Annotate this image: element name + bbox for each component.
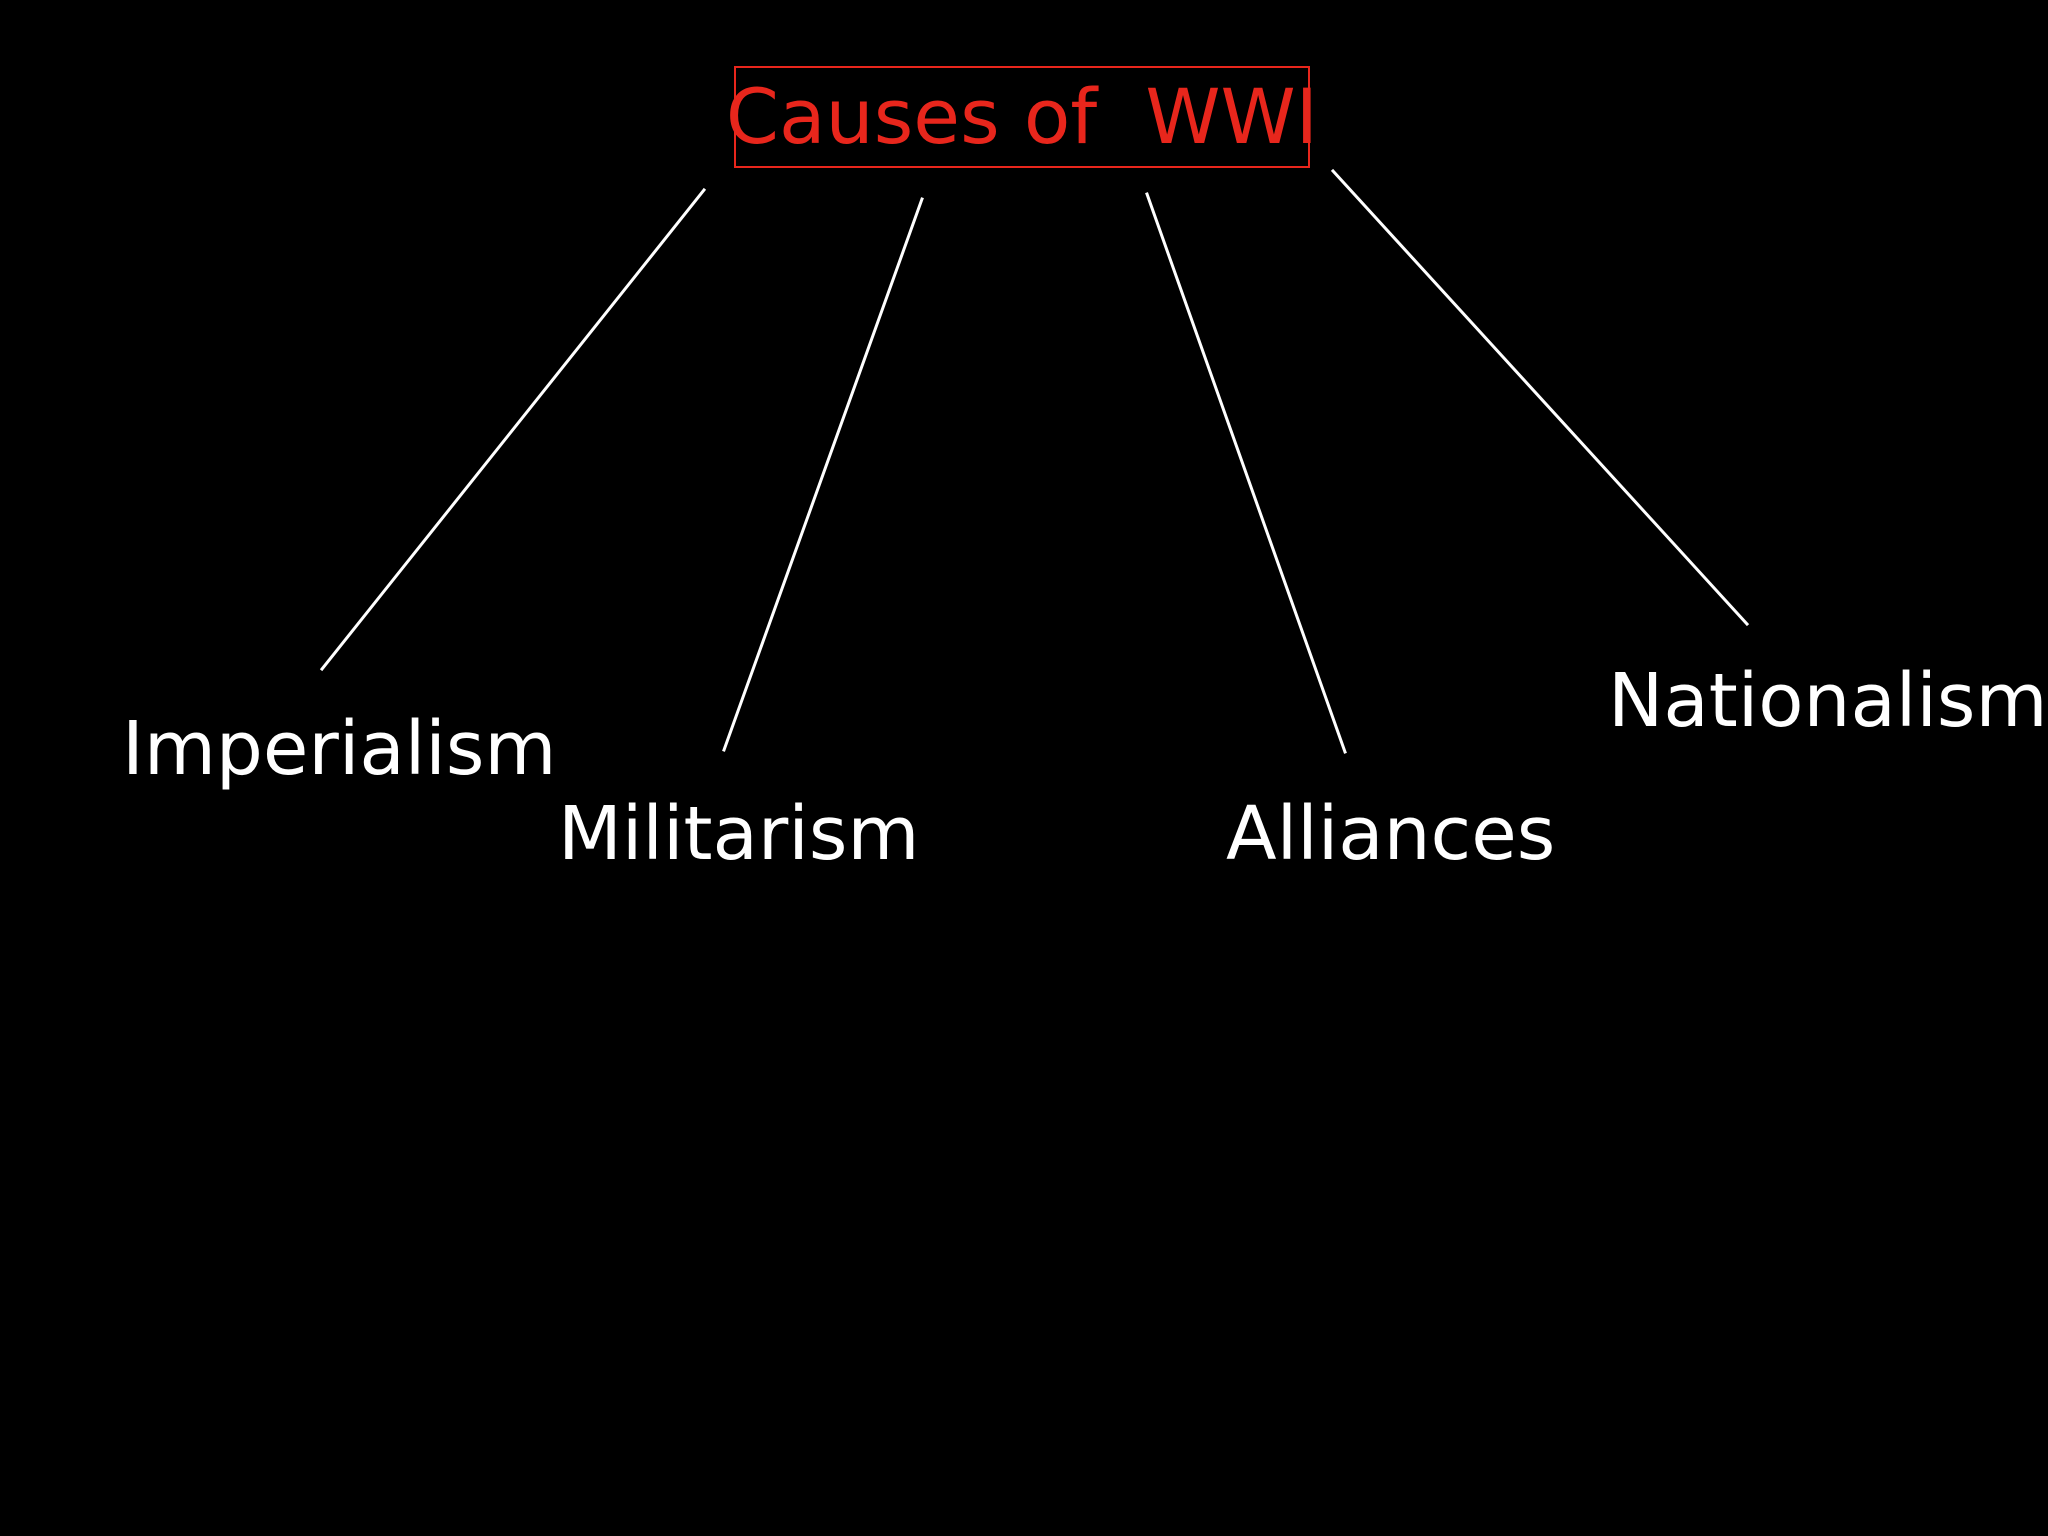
node-nationalism: Nationalism <box>1608 658 2048 744</box>
node-alliances: Alliances <box>1226 791 1556 877</box>
connector-nationalism <box>1330 168 1750 627</box>
connector-imperialism <box>319 187 707 672</box>
node-militarism: Militarism <box>558 791 920 877</box>
connector-militarism <box>722 197 924 752</box>
node-imperialism: Imperialism <box>122 706 557 792</box>
connector-alliances <box>1145 192 1347 754</box>
diagram-title: Causes of WWI <box>725 72 1319 161</box>
title-box: Causes of WWI <box>726 66 1318 168</box>
